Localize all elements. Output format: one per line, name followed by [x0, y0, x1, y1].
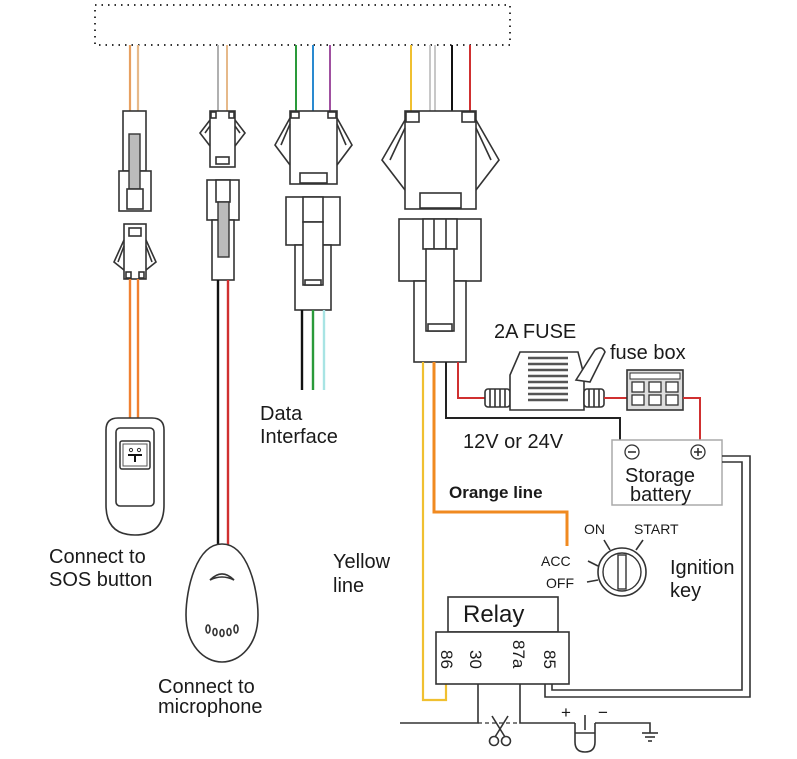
red-wire-box-to-battery	[683, 397, 701, 440]
ignition-on-label: ON	[584, 521, 605, 537]
load-plus-label: +	[561, 703, 571, 722]
relay-pin87a-wire	[519, 684, 575, 724]
relay-pin30-wire	[400, 684, 479, 724]
battery-label-line1: Storage	[625, 465, 695, 487]
microphone-label-line2: microphone	[158, 696, 263, 718]
ignition-acc-label: ACC	[541, 553, 571, 569]
mic-male-connector	[206, 179, 240, 281]
tracker-device-outline	[94, 4, 511, 46]
data-male-connector	[285, 196, 341, 311]
power-harness	[381, 45, 621, 702]
red-wire-to-fuse	[457, 362, 490, 399]
microphone-device	[185, 543, 259, 663]
ignition-start-label: START	[634, 521, 679, 537]
sos-button-device	[105, 417, 165, 536]
orange-line-label: Orange line	[449, 483, 543, 502]
fuse-box-icon	[626, 369, 684, 411]
ignition-off-label: OFF	[546, 575, 574, 591]
relay-label: Relay	[463, 601, 524, 628]
relay-pin-85: 85	[540, 650, 559, 669]
voltage-label: 12V or 24V	[463, 431, 564, 453]
battery-to-relay-wire-inner	[551, 461, 743, 691]
load-minus-label: −	[598, 703, 608, 722]
data-interface-harness	[274, 45, 353, 390]
yellow-line-label-line2: line	[333, 575, 364, 597]
sos-label-line2: SOS button	[49, 569, 152, 591]
sos-harness	[105, 45, 165, 536]
relay-pin-30: 30	[466, 650, 485, 669]
data-female-connector	[274, 110, 353, 185]
ground-wire-to-battery	[445, 362, 621, 440]
relay-icon	[435, 596, 570, 685]
fuse-box-label: fuse box	[610, 342, 686, 364]
ignition-key-label-line1: Ignition	[670, 557, 735, 579]
microphone-harness	[185, 45, 259, 663]
horn-load-icon	[574, 715, 596, 753]
yellow-line-wire	[421, 362, 448, 702]
microphone-grille-icon	[205, 624, 239, 638]
battery-label-line2: battery	[630, 484, 691, 506]
relay-pin-87a: 87a	[509, 640, 528, 669]
data-interface-label-line1: Data	[260, 403, 303, 425]
scissors-icon	[488, 715, 512, 747]
ground-icon	[642, 732, 658, 742]
mic-female-connector	[198, 110, 247, 168]
power-female-connector	[381, 110, 500, 210]
inline-fuse-icon	[484, 347, 606, 411]
microphone-label-line1: Connect to	[158, 676, 255, 698]
ground-wire	[595, 722, 651, 733]
yellow-line-label-line1: Yellow	[333, 551, 391, 573]
sos-female-connector	[113, 223, 157, 280]
sos-male-connector	[118, 110, 152, 212]
fuse-label: 2A FUSE	[494, 321, 576, 343]
orange-line-wire	[432, 362, 569, 546]
data-interface-label-line2: Interface	[260, 426, 338, 448]
ignition-key-label-line2: key	[670, 580, 701, 602]
power-male-connector	[398, 218, 482, 363]
ignition-switch-icon	[586, 539, 647, 597]
sos-label-line1: Connect to	[49, 546, 146, 568]
battery-to-relay-wire-outer	[544, 455, 751, 698]
relay-pin-86: 86	[437, 650, 456, 669]
